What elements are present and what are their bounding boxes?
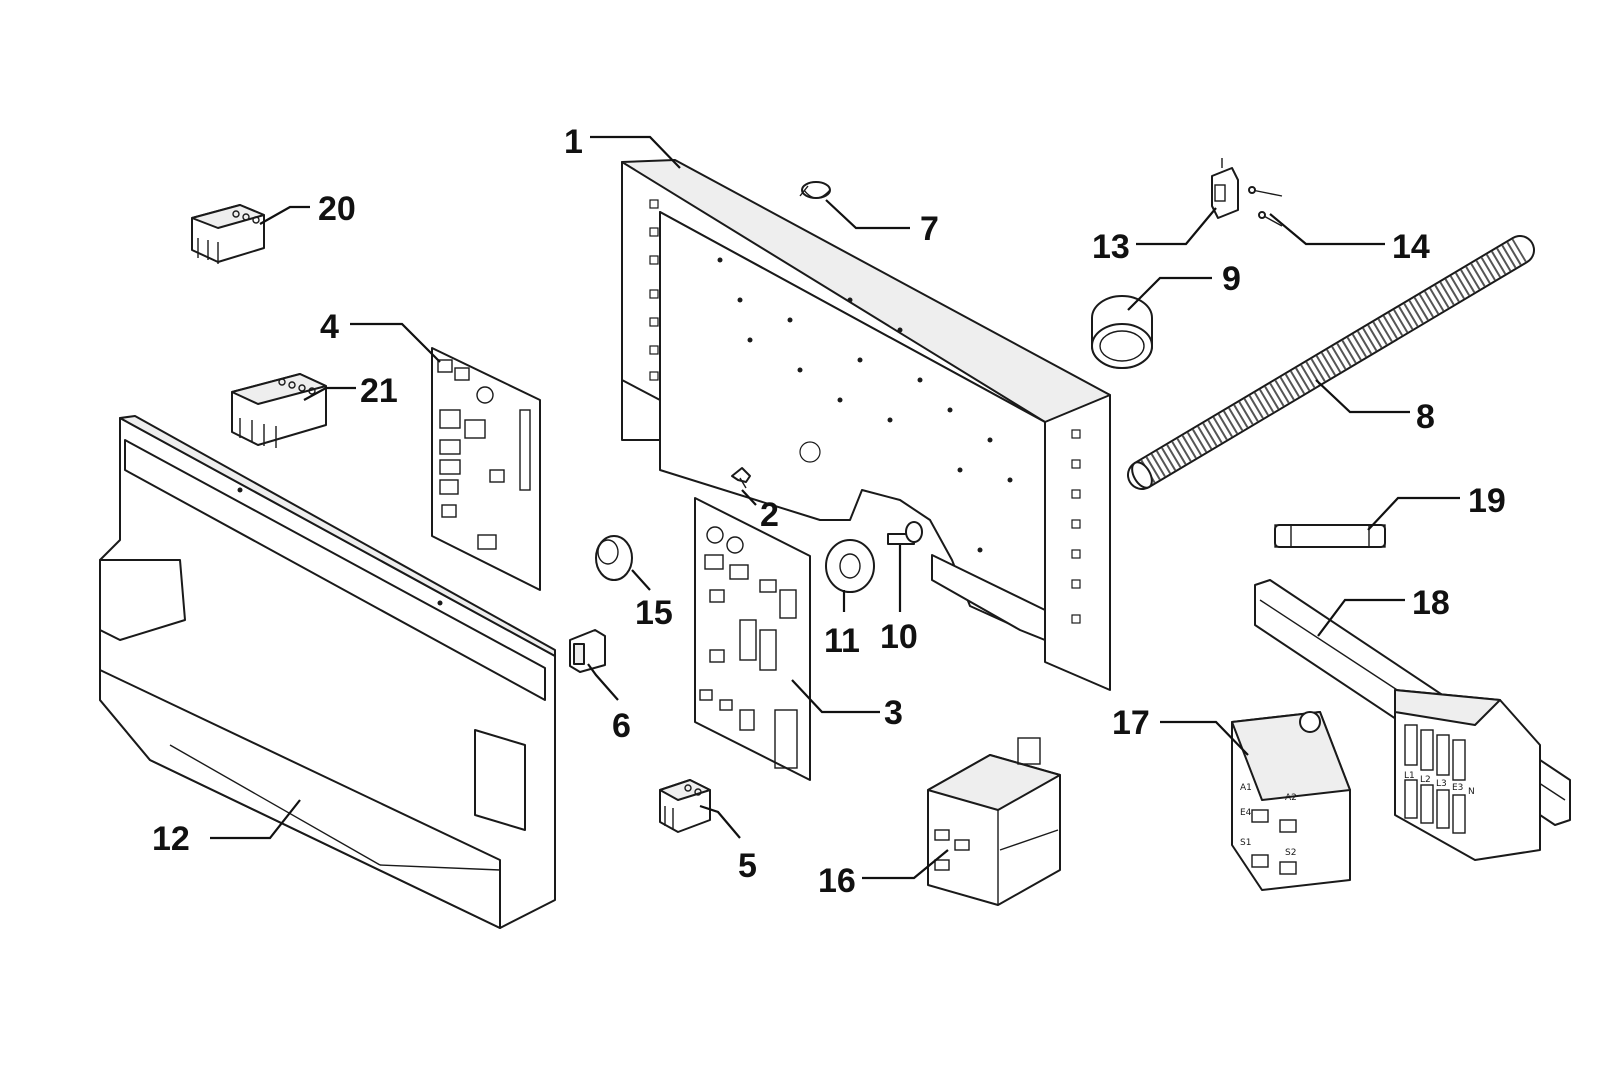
contactor-label-a2: A2: [1285, 793, 1297, 803]
leader-20: [259, 205, 310, 225]
callout-13: 13: [1092, 228, 1130, 266]
leader-8: [1315, 379, 1410, 414]
leader-12: [210, 799, 301, 840]
terminal-block: L1 L2 L3 E3 N: [1394, 689, 1541, 861]
part-14-screws: [1248, 186, 1283, 227]
callout-12: 12: [152, 820, 190, 858]
callout-10: 10: [880, 618, 918, 656]
part-4-secondary-circuit-board: [431, 347, 541, 591]
part-6-rocker-switch: [569, 629, 606, 673]
part-2-clip: [731, 467, 751, 489]
leader-1: [590, 135, 681, 169]
leader-14: [1269, 213, 1385, 246]
part-15-knob: [595, 535, 633, 581]
callout-15: 15: [635, 594, 673, 632]
part-10-pin: [887, 521, 923, 545]
terminal-label-e3: E3: [1452, 783, 1463, 793]
callout-16: 16: [818, 862, 856, 900]
leader-5: [699, 804, 741, 839]
callout-9: 9: [1222, 260, 1241, 298]
pcb-components: [699, 526, 798, 769]
callout-19: 19: [1468, 482, 1506, 520]
part-20-terminal-plug: [191, 204, 265, 264]
part-17-contactor: A1 A2 S1 S2 E4: [1231, 711, 1351, 891]
terminal-label-l3: L3: [1436, 779, 1447, 789]
part-18-din-rail-terminal-block: L1 L2 L3 E3 N: [1254, 579, 1571, 861]
callout-18: 18: [1412, 584, 1450, 622]
leader-15: [631, 569, 651, 591]
part-11-spacer: [825, 539, 875, 593]
part-9-grommet: [1091, 295, 1153, 369]
leader-2: [741, 489, 757, 506]
leader-4: [350, 322, 441, 363]
part-5-terminal-connector: [659, 779, 711, 833]
terminal-label-l2: L2: [1420, 775, 1431, 785]
chassis-holes: [649, 199, 1081, 624]
part-3-main-circuit-board: [694, 497, 811, 781]
leader-6: [587, 663, 619, 701]
contactor-label-a1: A1: [1240, 783, 1252, 793]
callout-20: 20: [318, 190, 356, 228]
callout-2: 2: [760, 496, 779, 534]
part-7-cable-clip: [799, 181, 831, 199]
leader-9: [1127, 276, 1212, 311]
callout-numbers: 1 2 3 4 5 6 7 8 9 10 11 12 13 14 15 16 1…: [152, 123, 1506, 900]
terminal-label-l1: L1: [1404, 771, 1415, 781]
callout-21: 21: [360, 372, 398, 410]
callout-17: 17: [1112, 704, 1150, 742]
leader-19: [1367, 496, 1460, 531]
part-16-relay: [927, 737, 1061, 906]
callout-7: 7: [920, 210, 939, 248]
contactor-label-e4: E4: [1240, 808, 1252, 818]
callout-6: 6: [612, 707, 631, 745]
leader-21: [303, 386, 356, 401]
part-19-glass-fuse: [1274, 524, 1386, 548]
callout-4: 4: [320, 308, 339, 346]
callout-8: 8: [1416, 398, 1435, 436]
callout-3: 3: [884, 694, 903, 732]
contactor-label-s2: S2: [1285, 848, 1296, 858]
leader-3: [791, 679, 880, 714]
leader-16: [862, 849, 949, 880]
part-12-front-cover: [99, 415, 556, 929]
leader-18: [1317, 598, 1405, 637]
leader-7: [825, 199, 910, 230]
callout-14: 14: [1392, 228, 1430, 266]
part-1-mounting-chassis: [621, 159, 1111, 691]
part-13-micro-switch: [1211, 158, 1239, 219]
leader-17: [1160, 720, 1249, 756]
callout-1: 1: [564, 123, 583, 161]
contactor-label-s1: S1: [1240, 838, 1251, 848]
leader-13: [1136, 207, 1217, 246]
callout-5: 5: [738, 847, 757, 885]
terminal-label-n: N: [1468, 787, 1475, 797]
part-21-terminal-plug: [231, 373, 327, 448]
pcb-components: [437, 359, 531, 550]
leader-lines: [210, 135, 1460, 880]
callout-11: 11: [824, 622, 860, 660]
part-8-corrugated-tube: [1127, 235, 1535, 490]
